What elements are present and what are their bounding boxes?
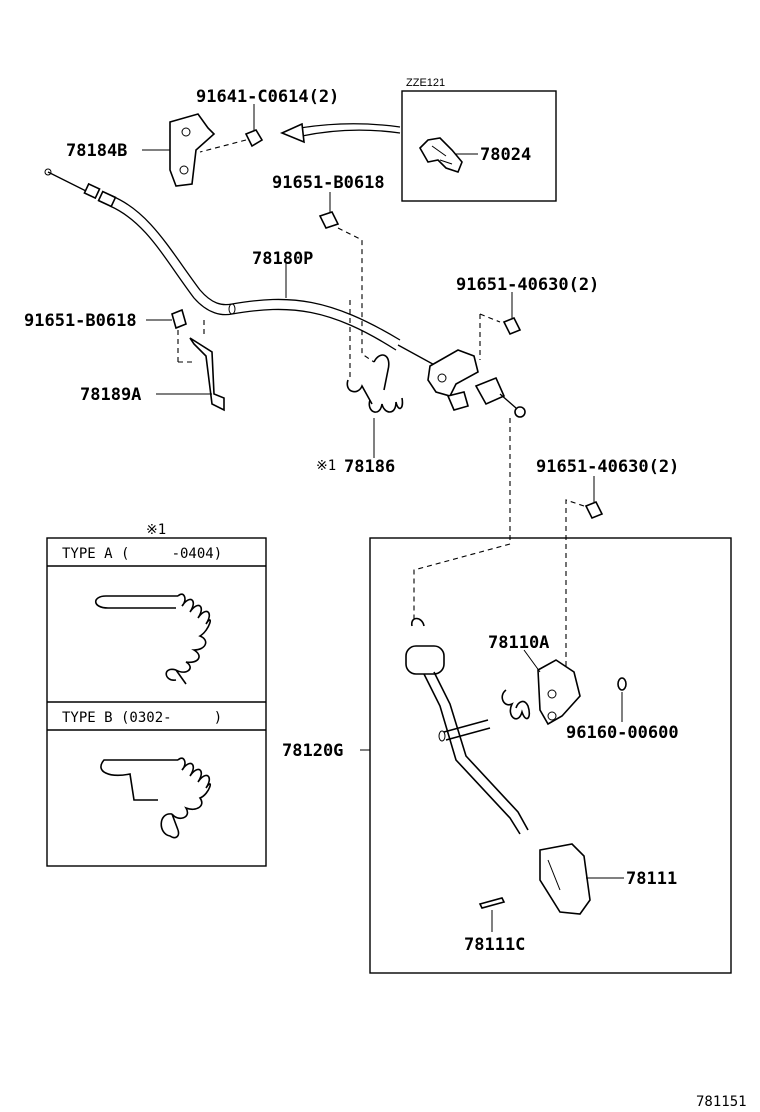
clip-78189a: 78189A	[80, 337, 225, 412]
zze121-inset: ZZE121 78024	[401, 77, 557, 202]
note-mark-78186: ※1	[316, 458, 336, 474]
label-78186: 78186	[344, 457, 395, 477]
diagram-code: 781151	[696, 1094, 747, 1110]
pedal-arm-bushing	[405, 645, 445, 675]
clip-96160	[617, 677, 627, 691]
spring-variants-table: ※1 TYPE A ( -0404) TYPE B (0302- )	[46, 522, 267, 867]
bolt-91651-b0618-top: 91651-B0618	[272, 173, 385, 363]
pedal-assembly-78120g: 78120G 78110A 96160-00600 78111 78111C	[282, 537, 732, 974]
return-spring-78186: ※1 78186	[316, 300, 404, 477]
pedal-bracket-78110a	[537, 659, 581, 726]
type-b-label: TYPE B (0302- )	[62, 710, 222, 726]
label-91651-40630-b: 91651-40630(2)	[536, 457, 679, 477]
label-91651-b-top: 91651-B0618	[272, 173, 385, 193]
clamp-78024	[419, 137, 463, 173]
inset-frame	[401, 90, 557, 202]
label-91651-b-left: 91651-B0618	[24, 311, 137, 331]
pedal-assembly-frame	[369, 537, 732, 974]
type-a-spring	[94, 595, 178, 609]
label-91651-40630-a: 91651-40630(2)	[456, 275, 599, 295]
bolt-91651-40630-lower: 91651-40630(2)	[536, 457, 679, 676]
label-91641: 91641-C0614(2)	[196, 87, 339, 107]
label-78110a: 78110A	[488, 633, 549, 653]
label-78024: 78024	[480, 145, 531, 165]
cable-end-fitting	[427, 313, 526, 418]
label-78189a: 78189A	[80, 385, 141, 405]
bolt-91651-40630-upper: 91651-40630(2)	[456, 275, 599, 336]
variants-mark: ※1	[146, 522, 166, 538]
pin-78111c	[478, 897, 506, 909]
type-b-spring	[100, 759, 178, 801]
cable-to-pedal-link	[413, 418, 511, 620]
pedal-spring	[501, 689, 531, 720]
substitution-arrow	[279, 122, 401, 144]
label-78120g: 78120G	[282, 741, 343, 761]
accelerator-cable-78180p: 78180P	[44, 168, 441, 369]
inset-model-label: ZZE121	[406, 77, 445, 89]
label-78111: 78111	[626, 869, 677, 889]
bolt-91651-b0618-left: 91651-B0618	[24, 308, 205, 363]
pedal-pad-78111	[539, 843, 591, 915]
label-78180p: 78180P	[252, 249, 313, 269]
bolt-91641: 91641-C0614(2)	[196, 87, 339, 153]
label-78111c: 78111C	[464, 935, 525, 955]
bracket-78184b: 78184B	[66, 113, 216, 187]
label-78184b: 78184B	[66, 141, 127, 161]
label-96160: 96160-00600	[566, 723, 679, 743]
leader-78110a	[523, 649, 541, 673]
type-a-label: TYPE A ( -0404)	[62, 546, 222, 562]
